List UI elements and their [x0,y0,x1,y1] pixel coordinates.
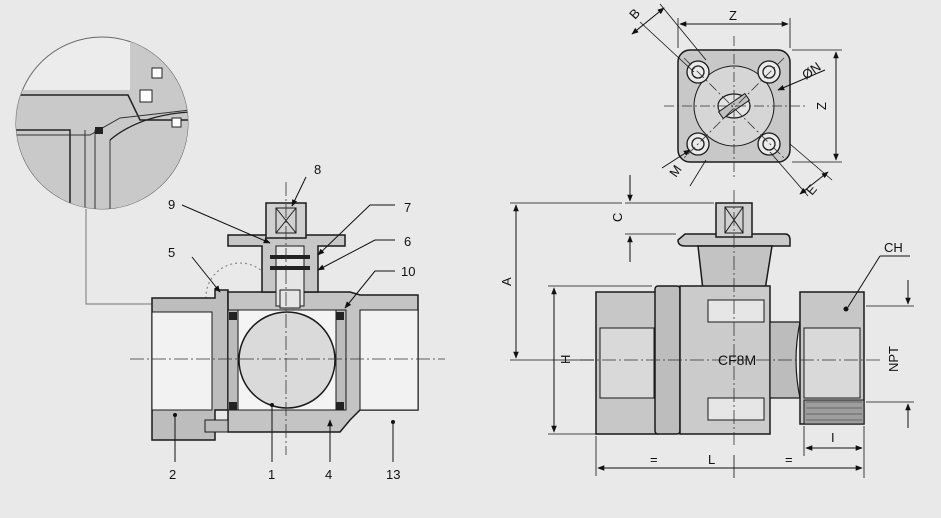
callout-1: 1 [268,467,275,482]
dim-e: E [803,181,820,198]
callout-8: 8 [314,162,321,177]
dim-z-side: Z [814,102,829,110]
material-label: CF8M [718,352,756,368]
callout-4: 4 [325,467,332,482]
dim-l-equal-right: = [785,452,793,467]
dim-a: A [499,277,514,286]
dim-m: M [666,162,685,179]
callout-9: 9 [168,197,175,212]
dim-l-equal-left: = [650,452,658,467]
dim-b: B [626,6,643,22]
section-view: 8 9 7 6 5 10 2 1 4 13 [15,36,445,482]
side-view: CF8M C A H CH NPT I [499,175,914,478]
dim-ch: CH [884,240,903,255]
callout-leaders [174,176,395,462]
dim-npt: NPT [886,346,901,372]
dim-l: L [708,452,715,467]
callout-13: 13 [386,467,400,482]
dim-z-top: Z [729,8,737,23]
valve-body-section [151,202,419,441]
top-view: Z Z B ØN M E [626,3,842,198]
dim-c: C [610,213,625,222]
callout-10: 10 [401,264,415,279]
dim-h: H [558,355,573,364]
callout-6: 6 [404,234,411,249]
callout-5: 5 [168,245,175,260]
callout-7: 7 [404,200,411,215]
callout-2: 2 [169,467,176,482]
detail-magnifier [15,36,205,305]
dim-i: I [831,430,835,445]
